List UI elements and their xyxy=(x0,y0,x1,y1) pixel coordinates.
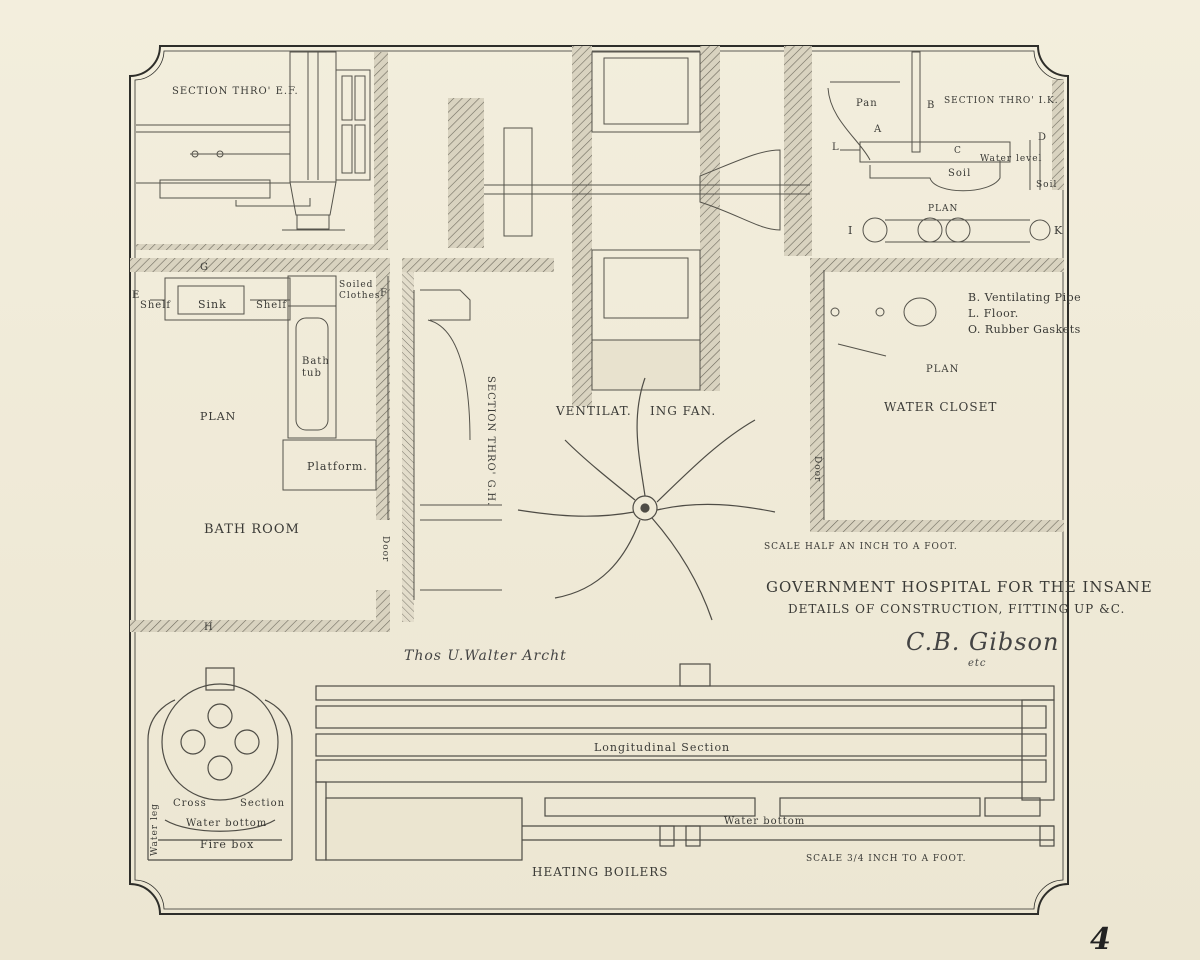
approval-sub: etc xyxy=(968,658,987,669)
fan-title-b: ING FAN. xyxy=(650,404,717,418)
wc-plan-label: PLAN xyxy=(926,364,960,375)
mark-b: B xyxy=(927,100,936,111)
boiler-longitudinal-section xyxy=(315,663,1055,861)
section-gh-drawing xyxy=(402,258,554,622)
section-ik-drawing xyxy=(827,51,1064,243)
mark-l: L xyxy=(832,142,840,153)
sink-label: Sink xyxy=(198,298,227,311)
scale-three-quarter: SCALE 3/4 INCH TO A FOOT. xyxy=(806,854,967,864)
platform-label: Platform. xyxy=(307,460,368,473)
pan-label: Pan xyxy=(856,98,878,109)
wc-door-label: Door xyxy=(812,456,822,483)
sheet-subtitle: DETAILS OF CONSTRUCTION, FITTING UP &C. xyxy=(788,602,1126,616)
bath-tub-label: Bath tub xyxy=(302,356,330,379)
water-closet-title: WATER CLOSET xyxy=(884,400,998,414)
section-ik-title: SECTION THRO' I.K. xyxy=(944,96,1059,106)
mark-f: F xyxy=(380,288,388,299)
heating-boilers-title: HEATING BOILERS xyxy=(532,865,669,879)
legend-item: O. Rubber Gaskets xyxy=(968,323,1081,336)
ventilating-fan-drawing xyxy=(448,46,812,406)
mark-k: K xyxy=(1054,224,1064,237)
shelf-right-label: Shelf xyxy=(256,300,288,311)
mark-e: E xyxy=(132,290,141,301)
mark-d: D xyxy=(1038,132,1048,143)
water-closet-legend: B. Ventilating Pipe L. Floor. O. Rubber … xyxy=(968,290,1081,338)
bath-room-title: BATH ROOM xyxy=(204,522,300,537)
soiled-clothes-label: Soiled Clothes xyxy=(339,280,381,301)
soil2-label: Soil xyxy=(1036,180,1058,190)
ik-plan-label: PLAN xyxy=(928,204,959,214)
fan-title-a: VENTILAT. xyxy=(556,404,632,418)
boiler-cross-section xyxy=(147,667,293,861)
mark-c: C xyxy=(954,146,962,156)
architect-signature: Thos U.Walter Archt xyxy=(404,648,567,664)
mark-i: I xyxy=(848,224,854,237)
legend-item: B. Ventilating Pipe xyxy=(968,291,1082,304)
shelf-left-label: Shelf xyxy=(140,300,172,311)
bath-plan-label: PLAN xyxy=(200,410,237,423)
sheet-title: GOVERNMENT HOSPITAL FOR THE INSANE xyxy=(766,578,1153,596)
water-level-label: Water level xyxy=(980,154,1043,164)
bath-door-label: Door xyxy=(380,536,390,563)
cross-label: Cross xyxy=(173,798,207,809)
mark-h: H xyxy=(204,622,214,633)
water-leg-label: Water leg xyxy=(150,803,160,856)
section-ef-drawing xyxy=(136,51,388,250)
approval-signature: C.B. Gibson xyxy=(906,628,1060,656)
section-label: Section xyxy=(240,798,286,809)
section-ef-title: SECTION THRO' E.F. xyxy=(172,86,299,97)
legend-item: L. Floor. xyxy=(968,307,1019,320)
sheet-border xyxy=(129,45,1069,915)
water-closet-plan xyxy=(810,258,1064,532)
fan-impeller xyxy=(517,377,776,621)
page-number: 4 xyxy=(1090,922,1112,957)
bath-room-plan xyxy=(130,258,390,632)
longitudinal-section-label: Longitudinal Section xyxy=(594,741,731,754)
soil-label: Soil xyxy=(948,168,972,179)
fire-box-label: Fire box xyxy=(200,838,255,851)
water-bottom-label: Water bottom xyxy=(724,816,806,827)
mark-g: G xyxy=(200,262,209,273)
water-bottom2-label: Water bottom xyxy=(186,818,268,829)
section-gh-title: SECTION THRO' G.H. xyxy=(485,376,496,507)
mark-a: A xyxy=(874,124,883,135)
scale-half-inch: SCALE HALF AN INCH TO A FOOT. xyxy=(764,542,958,552)
